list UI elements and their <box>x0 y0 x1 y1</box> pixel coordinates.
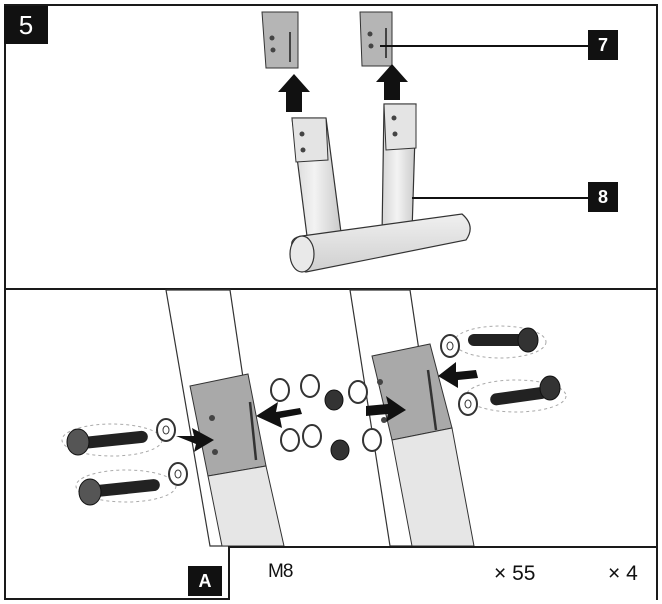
arrow-right-center <box>366 396 406 422</box>
bolt-left-upper <box>61 418 176 457</box>
bolt-right-lower <box>458 375 567 416</box>
hardware-panel-label: A <box>188 566 222 596</box>
arrow-left-center <box>256 402 302 428</box>
hardware-legend-bar <box>228 546 656 600</box>
arrow-up-left <box>278 74 310 112</box>
upper-sleeve-left <box>261 11 299 69</box>
washer-nut-group <box>270 374 382 461</box>
detail-tube-right <box>349 289 475 547</box>
quantity-bolts: × 4 <box>608 562 638 585</box>
step-number-badge: 5 <box>4 6 48 44</box>
upper-sleeve-right <box>359 11 393 67</box>
callout-part-7: 7 <box>588 30 618 60</box>
arrow-right-left-bolts <box>176 428 214 452</box>
post-right <box>381 103 417 237</box>
arrow-left-right-bolts <box>438 362 478 388</box>
bolt-size-label: M8 <box>268 561 293 582</box>
base-crossbar <box>289 213 471 273</box>
callout-part-8: 8 <box>588 182 618 212</box>
bolt-left-lower <box>75 462 188 506</box>
arrow-up-right <box>376 64 408 100</box>
step-panel-top <box>6 6 656 290</box>
post-left <box>291 117 343 245</box>
bolt-right-upper <box>440 325 547 359</box>
detail-tube-left <box>165 289 285 547</box>
quantity-bolt-set: × 55 <box>494 562 536 585</box>
instruction-frame <box>4 4 658 600</box>
